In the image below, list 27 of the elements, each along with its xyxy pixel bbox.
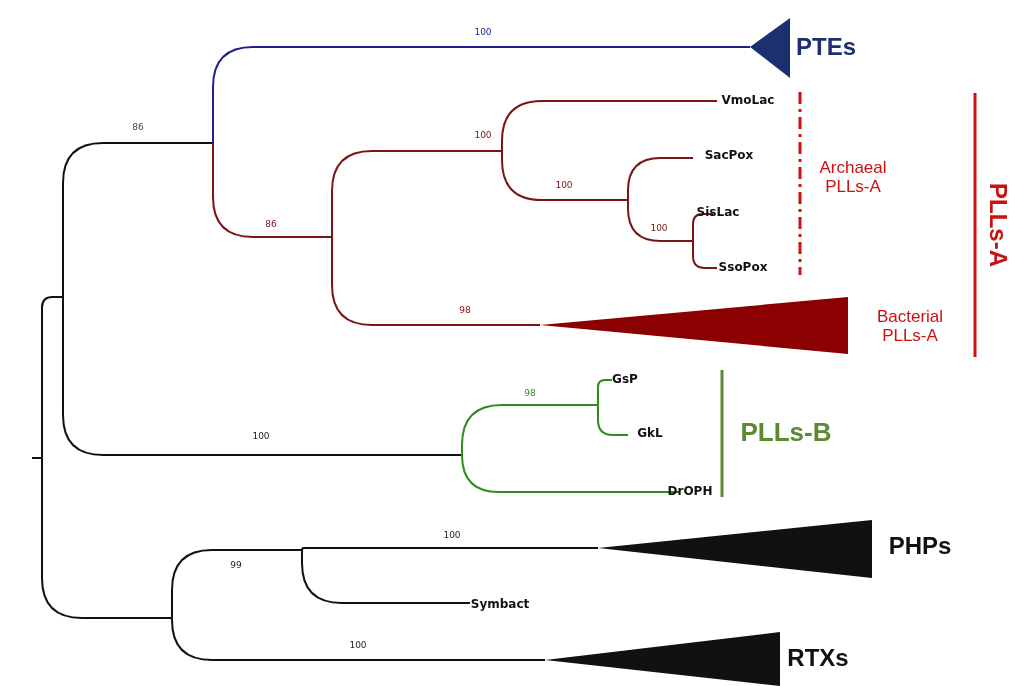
taxon-name: DrOPH [667, 485, 713, 499]
taxon-name: SsoPox [718, 261, 768, 275]
bootstrap-value: 100 [443, 531, 461, 541]
bootstrap-value: 86 [132, 123, 144, 133]
bootstrap-value: 100 [474, 131, 492, 141]
taxon-name: VmoLac [721, 94, 775, 108]
bootstrap-value: 100 [650, 224, 668, 234]
clade-label: PHPs [888, 532, 952, 560]
clade-label: Bacterial PLLs-A [875, 308, 945, 346]
bootstrap-value: 99 [230, 561, 242, 571]
bootstrap-value: 100 [252, 432, 270, 442]
taxon-name: GkL [637, 427, 663, 441]
clade-label: RTXs [787, 644, 849, 672]
clade-label: PLLs-A [984, 183, 1011, 267]
taxon-name: GsP [612, 373, 638, 387]
bootstrap-value: 100 [349, 641, 367, 651]
taxon-name: SacPox [704, 149, 754, 163]
clade-label: PLLs-B [740, 417, 832, 447]
taxon-name: SisLac [696, 206, 740, 220]
bootstrap-value: 100 [555, 181, 573, 191]
clade-label: PTEs [796, 33, 856, 61]
bootstrap-value: 98 [524, 389, 536, 399]
bootstrap-value: 98 [459, 306, 471, 316]
bootstrap-value: 100 [474, 28, 492, 38]
taxon-name: Symbact [470, 598, 530, 612]
clade-label: Archaeal PLLs-A [818, 159, 888, 197]
bootstrap-value: 86 [265, 220, 277, 230]
